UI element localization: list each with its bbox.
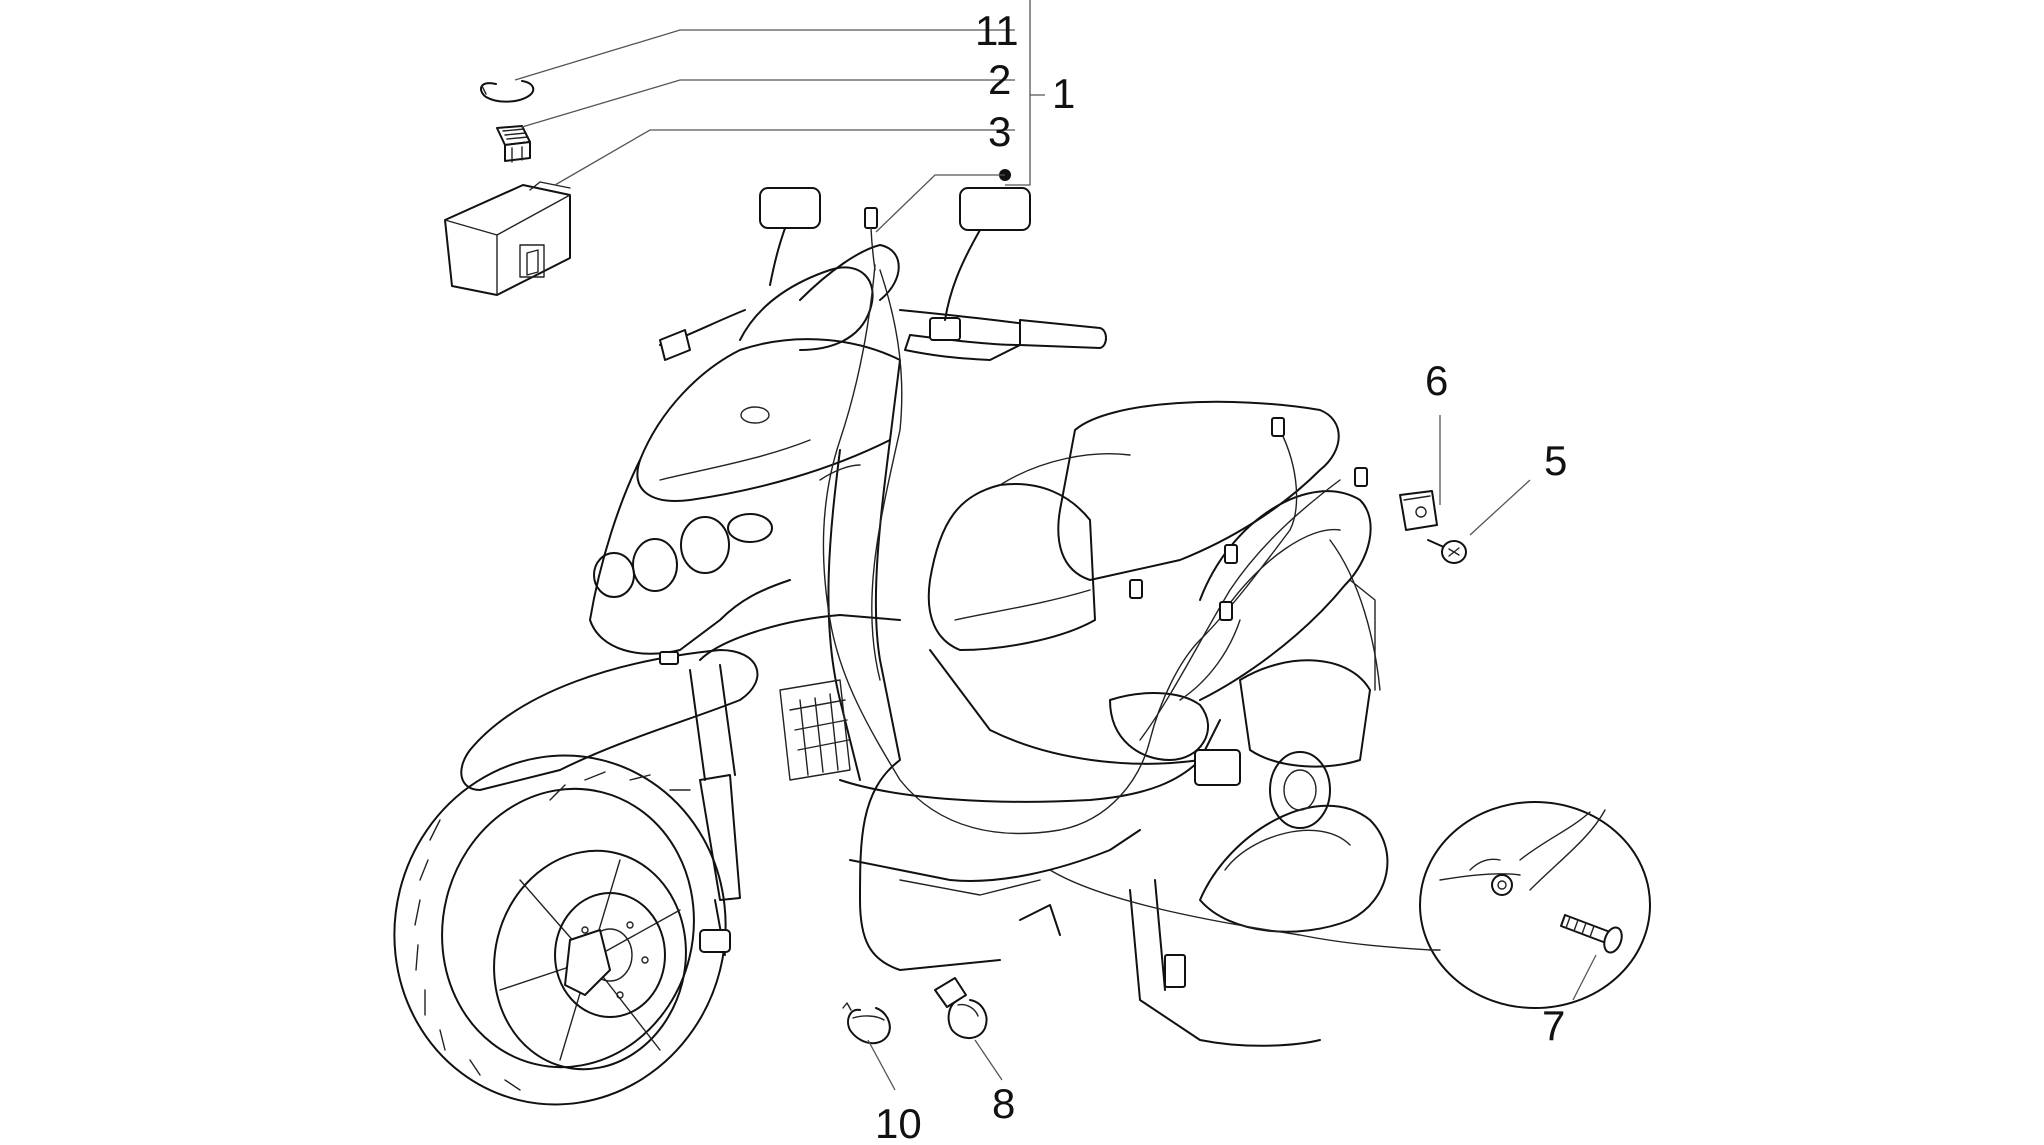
- callout-1: 1: [1052, 70, 1075, 117]
- part-5-screw: [1427, 539, 1467, 564]
- callout-5: 5: [1544, 437, 1567, 484]
- callouts: 11 2 3 1 6 5 7 8 10: [875, 7, 1567, 1145]
- part-3-fuse-box: [444, 181, 571, 296]
- callout-11: 11: [975, 7, 1019, 54]
- part-11-circlip: [480, 80, 535, 103]
- callout-3: 3: [988, 108, 1011, 155]
- part-10-band-clamp: [842, 1002, 891, 1045]
- part-2-fuse: [496, 125, 531, 163]
- detail-circle: [1419, 801, 1651, 1009]
- callout-6: 6: [1425, 357, 1448, 404]
- callout-8: 8: [992, 1080, 1015, 1127]
- leader-lines: [514, 0, 1597, 1091]
- part-7-screw: [1491, 874, 1623, 954]
- callout-7: 7: [1542, 1002, 1565, 1049]
- part-6-clip-nut: [1399, 490, 1438, 531]
- callout-10: 10: [875, 1100, 922, 1145]
- part-8-hose-clamp: [934, 977, 988, 1039]
- grille: [779, 679, 851, 781]
- scooter-drawing: [393, 187, 1431, 1106]
- callout-2: 2: [988, 56, 1011, 103]
